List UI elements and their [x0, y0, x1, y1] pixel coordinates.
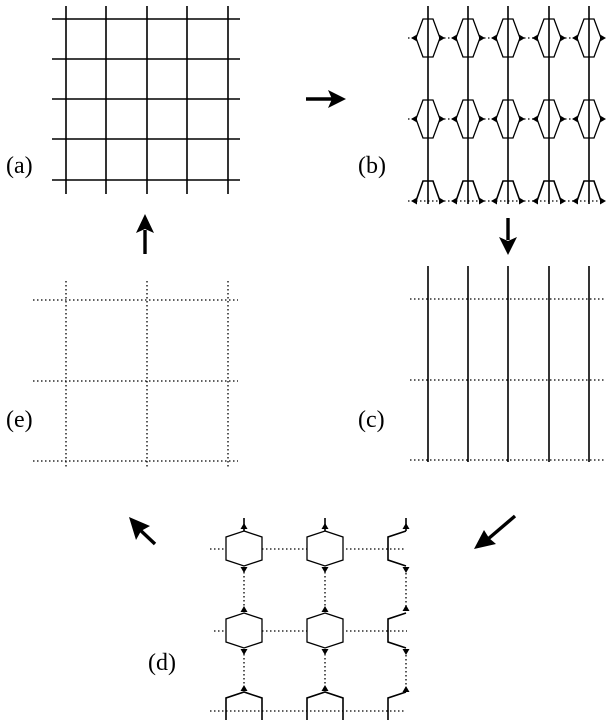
- panel-a-square-grid: [52, 6, 240, 194]
- half-hexagon: [455, 180, 481, 202]
- left-triangle-marker: [572, 115, 578, 123]
- left-triangle-marker: [411, 197, 417, 205]
- half-hexagon: [536, 180, 562, 202]
- half-hexagon: [306, 691, 344, 707]
- right-triangle-marker: [479, 197, 485, 205]
- down-triangle-marker: [321, 567, 329, 573]
- half-hexagon: [495, 180, 521, 202]
- up-triangle-marker: [240, 606, 248, 612]
- right-triangle-marker: [560, 115, 566, 123]
- up-triangle-marker: [402, 523, 410, 529]
- left-triangle-marker: [491, 34, 497, 42]
- panel-e-dotted-grid: [33, 281, 238, 467]
- half-hexagon: [415, 180, 441, 202]
- panel-b-hexagon-chains: [408, 6, 606, 205]
- down-triangle-marker: [321, 649, 329, 655]
- up-triangle-marker: [402, 605, 410, 611]
- down-triangle-marker: [240, 649, 248, 655]
- right-triangle-marker: [560, 34, 566, 42]
- left-triangle-marker: [451, 197, 457, 205]
- right-triangle-marker: [600, 115, 606, 123]
- half-hexagon-right: [387, 691, 407, 707]
- up-triangle-marker: [240, 685, 248, 691]
- up-triangle-marker: [321, 606, 329, 612]
- half-hexagon-right: [387, 612, 407, 649]
- right-triangle-marker: [479, 34, 485, 42]
- half-hexagon-right: [387, 530, 407, 567]
- left-triangle-marker: [411, 115, 417, 123]
- left-triangle-marker: [532, 34, 538, 42]
- panel-a-label: (a): [6, 153, 33, 179]
- panel-c-vertical-lines: [410, 266, 604, 462]
- up-triangle-marker: [240, 523, 248, 529]
- right-triangle-marker: [560, 197, 566, 205]
- right-triangle-marker: [519, 197, 525, 205]
- right-triangle-marker: [519, 34, 525, 42]
- down-triangle-marker: [240, 567, 248, 573]
- panel-b-label: (b): [358, 153, 386, 179]
- up-triangle-marker: [321, 523, 329, 529]
- right-triangle-marker: [600, 34, 606, 42]
- left-triangle-marker: [532, 197, 538, 205]
- right-triangle-marker: [439, 34, 445, 42]
- arrow-a-to-b: [306, 90, 346, 108]
- hexagon: [225, 612, 263, 649]
- right-triangle-marker: [439, 115, 445, 123]
- panel-d-label: (d): [148, 650, 176, 676]
- arrow-b-to-c: [499, 218, 517, 255]
- right-triangle-marker: [519, 115, 525, 123]
- left-triangle-marker: [491, 197, 497, 205]
- panel-c-label: (c): [358, 407, 385, 433]
- half-hexagon: [225, 691, 263, 707]
- left-triangle-marker: [451, 34, 457, 42]
- arrow-d-to-e: [129, 517, 157, 546]
- up-triangle-marker: [402, 686, 410, 692]
- right-triangle-marker: [439, 197, 445, 205]
- half-hexagon: [576, 180, 602, 202]
- arrow-e-to-a: [136, 214, 154, 254]
- up-triangle-marker: [321, 685, 329, 691]
- left-triangle-marker: [572, 197, 578, 205]
- panel-d-hexagon-lattice: [210, 518, 410, 720]
- right-triangle-marker: [479, 115, 485, 123]
- left-triangle-marker: [491, 115, 497, 123]
- arrow-c-to-d: [474, 514, 517, 549]
- right-triangle-marker: [600, 197, 606, 205]
- hexagon: [306, 530, 344, 567]
- left-triangle-marker: [532, 115, 538, 123]
- left-triangle-marker: [572, 34, 578, 42]
- left-triangle-marker: [411, 34, 417, 42]
- left-triangle-marker: [451, 115, 457, 123]
- hexagon: [225, 530, 263, 567]
- hexagon: [306, 612, 344, 649]
- panel-e-label: (e): [6, 407, 33, 433]
